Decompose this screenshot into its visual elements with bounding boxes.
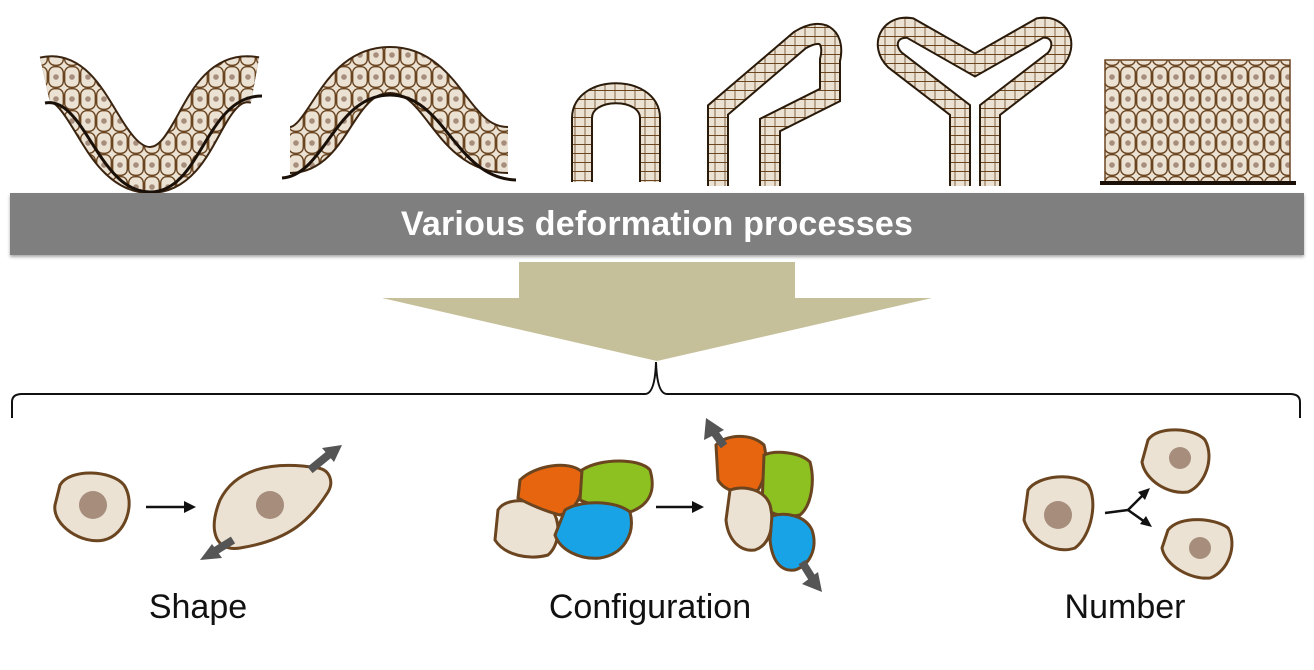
nucleus (79, 491, 107, 519)
nucleus (1044, 501, 1072, 529)
banner: Various deformation processes (10, 193, 1304, 255)
down-arrow (382, 262, 932, 361)
nucleus (256, 491, 284, 519)
label-configuration: Configuration (548, 588, 752, 626)
label-shape: Shape (148, 588, 248, 626)
banner-title: Various deformation processes (400, 204, 914, 243)
double-arrow-icon (200, 445, 342, 560)
label-number: Number (1064, 588, 1186, 626)
split-arrow-icon (1104, 488, 1152, 527)
shape-group (53, 445, 342, 560)
tissue-branching (876, 16, 1073, 186)
nucleus (1169, 447, 1191, 469)
configuration-group (493, 418, 822, 592)
tissue-bump-fold (281, 45, 517, 182)
brace (11, 361, 1301, 418)
cell-cluster-before (493, 459, 654, 560)
arrow-right-icon (656, 501, 704, 513)
nucleus (1189, 537, 1211, 559)
tissue-stratified (1100, 59, 1296, 185)
arrow-right-icon (146, 501, 196, 513)
double-arrow-icon (704, 418, 822, 592)
tissue-arch (571, 82, 661, 182)
cell-cluster-after (714, 434, 816, 572)
number-group (1022, 428, 1234, 580)
tissue-s-fold (39, 55, 263, 195)
tissue-bent-tube (707, 23, 843, 186)
